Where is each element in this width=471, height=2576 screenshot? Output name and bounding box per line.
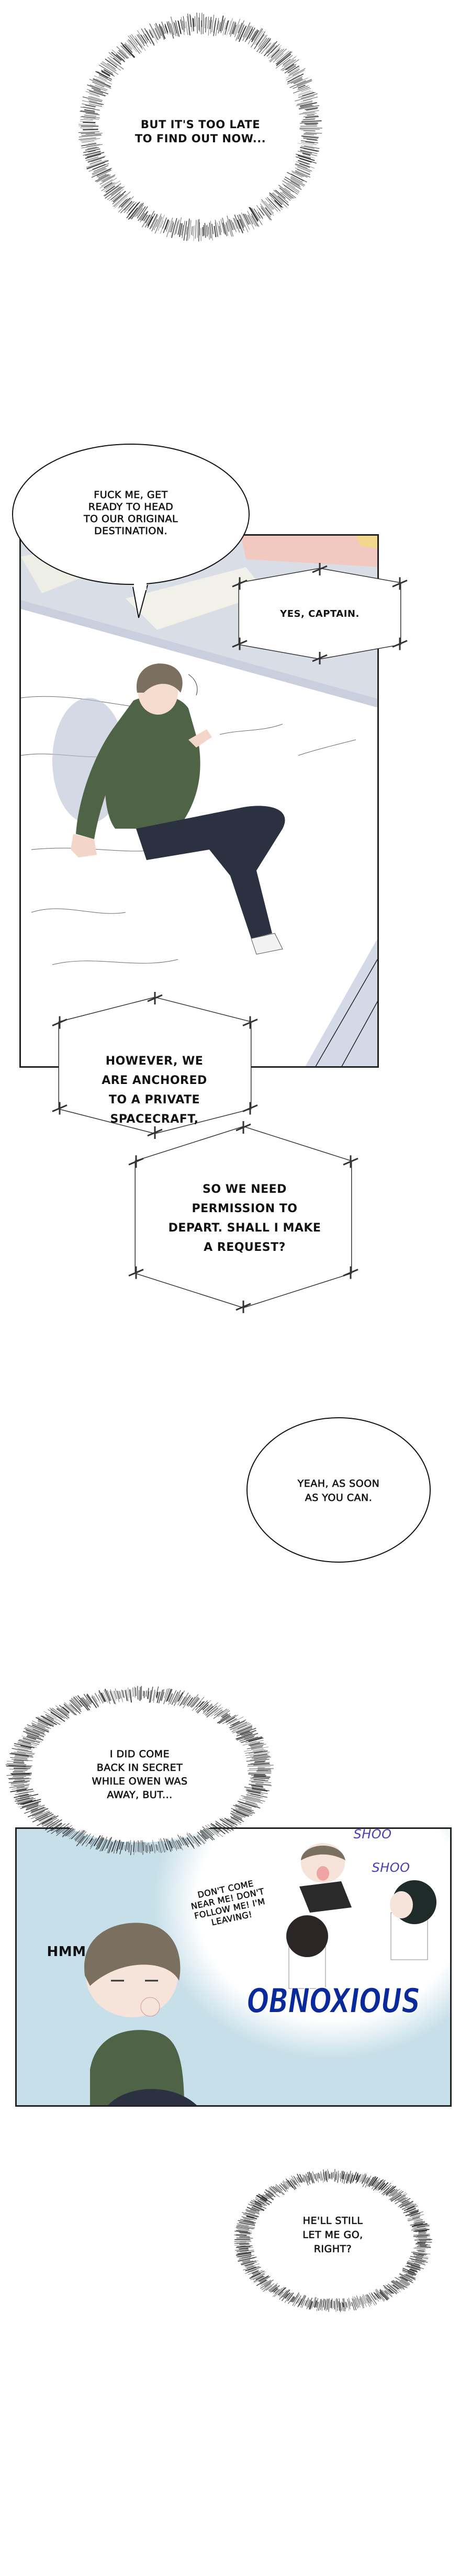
panel-flashback: Don't come near me! Don't follow me! I'm… (15, 1827, 452, 2107)
thought-text-3: He'll still let me go, right? (270, 2214, 396, 2256)
sfx-shoo-2: Shoo (365, 1860, 417, 1875)
thought-text-2: I did come back in secret while Owen was… (61, 1747, 218, 1802)
system-text-3: So we need permission to depart. Shall I… (154, 1180, 335, 1257)
system-text-1: Yes, Captain. (254, 608, 385, 620)
chibi-crew-member-back (286, 1915, 328, 1989)
system-text-2: However, we are anchored to a private sp… (86, 1052, 222, 1129)
speech-text-2: Yeah, as soon as you can. (271, 1477, 407, 1505)
sfx-hmm: Hmm (38, 1944, 95, 1960)
speech-text-1: Fuck me, get ready to head to our origin… (58, 489, 204, 537)
sfx-shoo-1: Shoo (346, 1827, 399, 1841)
sfx-obnoxious: Obnoxious (229, 1981, 438, 2020)
thought-text-1: But it's too late to find out now... (117, 118, 284, 146)
